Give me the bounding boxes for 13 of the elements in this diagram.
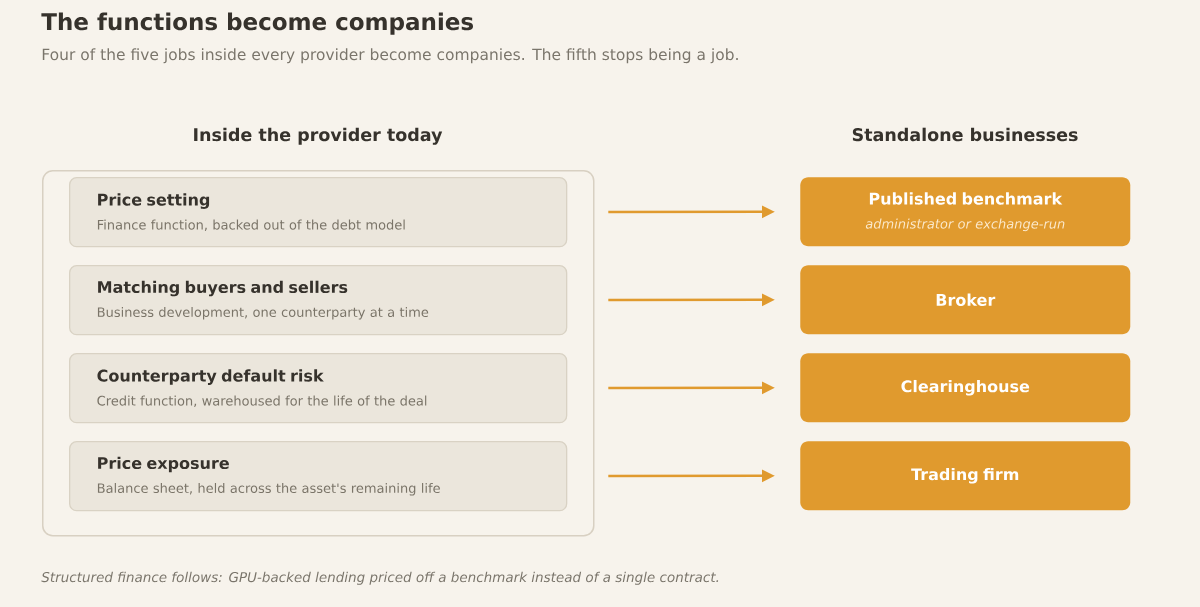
business-box: Broker (800, 265, 1131, 335)
subtitle: Four of the five jobs inside every provider become companies. The fifth stops being a job. (42, 48, 738, 64)
caption: Structured finance follows: GPU-backed lending priced off a benchmark instead of a single contract. (41, 571, 719, 585)
business-box: Clearinghouse (800, 353, 1131, 423)
function-box: Matching buyers and sellers Business development, one counterparty at a time (69, 265, 568, 336)
column-heading: Standalone businesses (852, 127, 1078, 142)
column-heading: Inside the provider today (194, 127, 443, 145)
function-box: Price exposure Balance sheet, held across the asset's remaining life (69, 441, 568, 512)
function-box: Counterparty default risk Credit function, warehoused for the life of the deal (69, 353, 568, 424)
business-box: Published benchmark administrator or exchange-run (800, 177, 1131, 247)
business-box: Trading firm (800, 441, 1131, 511)
title: The functions become companies (41, 12, 473, 35)
function-box: Price setting Finance function, backed out of the debt model (69, 177, 568, 248)
